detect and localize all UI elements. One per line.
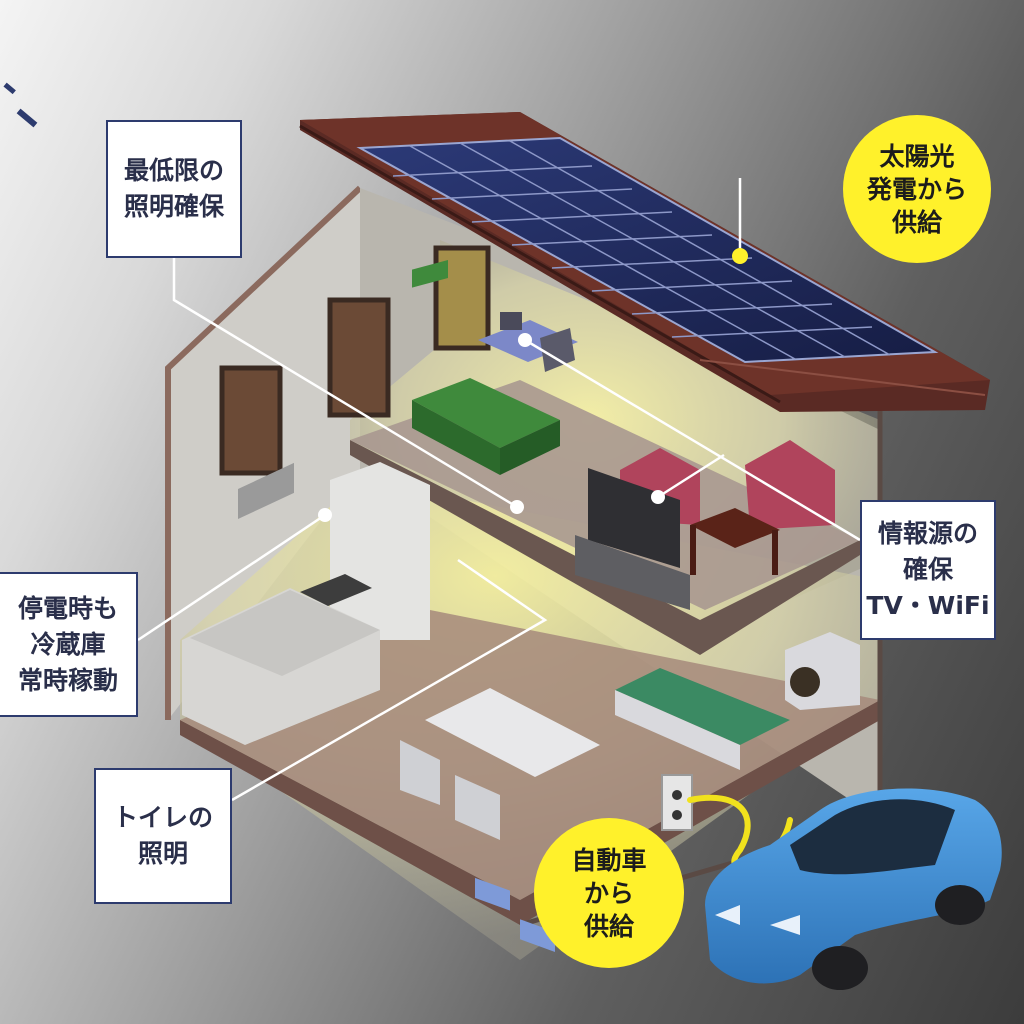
label-car-line1: 自動車 <box>571 845 647 875</box>
label-info-line2: 確保 <box>902 555 953 584</box>
label-toilet-line2: 照明 <box>137 839 188 868</box>
label-solar-line2: 発電から <box>866 174 967 204</box>
label-fridge-line3: 常時稼動 <box>17 665 118 695</box>
label-info-line1: 情報源の <box>877 519 978 548</box>
label-solar-supply: 太陽光 発電から 供給 <box>843 115 991 263</box>
label-minimum-lighting-line1: 最低限の <box>123 156 224 185</box>
label-toilet-line1: トイレの <box>112 803 213 832</box>
label-car-supply: 自動車 から 供給 <box>534 818 684 968</box>
leader-dots <box>318 248 748 522</box>
label-car-line3: 供給 <box>583 911 634 941</box>
label-fridge-line2: 冷蔵庫 <box>30 629 106 659</box>
label-minimum-lighting-line2: 照明確保 <box>123 192 224 221</box>
kitchen-and-ground-floor <box>182 462 860 953</box>
label-information-source: 情報源の 確保 TV・WiFi <box>860 500 996 640</box>
leader-lines <box>137 178 861 802</box>
electric-car <box>705 788 1002 990</box>
solar-panel-array <box>356 136 939 364</box>
label-refrigerator: 停電時も 冷蔵庫 常時稼動 <box>0 572 138 717</box>
label-minimum-lighting: 最低限の 照明確保 <box>106 120 242 258</box>
label-solar-line1: 太陽光 <box>879 141 955 171</box>
label-fridge-line1: 停電時も <box>17 593 118 623</box>
label-toilet-lighting: トイレの 照明 <box>94 768 232 904</box>
decorative-dashes <box>3 82 38 128</box>
label-solar-line3: 供給 <box>891 207 942 237</box>
label-info-line3: TV・WiFi <box>866 591 990 620</box>
label-car-line2: から <box>583 878 634 908</box>
